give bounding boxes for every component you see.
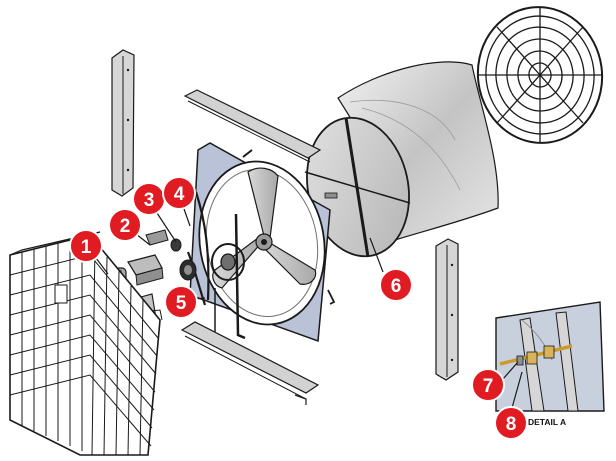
- callout-5: 5: [164, 285, 198, 319]
- small-clip-right: [327, 289, 336, 305]
- motor-pulley: [170, 238, 197, 281]
- rear-wire-guard: [476, 6, 604, 144]
- callout-2: 2: [108, 208, 142, 242]
- svg-text:6: 6: [391, 276, 402, 297]
- bottom-rail: [180, 321, 320, 405]
- small-clip: [242, 149, 253, 158]
- callout-4: 4: [162, 176, 196, 210]
- detail-a-label: DETAIL A: [528, 417, 566, 427]
- callout-1: 1: [69, 229, 103, 263]
- svg-text:3: 3: [144, 190, 155, 211]
- callout-3: 3: [132, 182, 166, 216]
- svg-text:4: 4: [174, 184, 185, 205]
- svg-text:2: 2: [120, 216, 131, 237]
- svg-text:1: 1: [81, 237, 92, 258]
- belt-drive: [186, 191, 246, 340]
- left-side-rail: [111, 49, 135, 197]
- callout-7: 7: [471, 368, 505, 402]
- detail-a-inset: DETAIL A: [495, 301, 605, 427]
- callout-leaders: [95, 205, 523, 409]
- svg-text:8: 8: [506, 414, 517, 435]
- right-side-rail: [435, 238, 459, 381]
- svg-text:7: 7: [483, 376, 494, 397]
- callout-badges: 1 2 3 4 5 6 7 8: [69, 176, 528, 440]
- callout-8: 8: [494, 406, 528, 440]
- top-rail: [183, 89, 322, 163]
- callout-6: 6: [379, 268, 413, 302]
- svg-text:5: 5: [176, 293, 187, 314]
